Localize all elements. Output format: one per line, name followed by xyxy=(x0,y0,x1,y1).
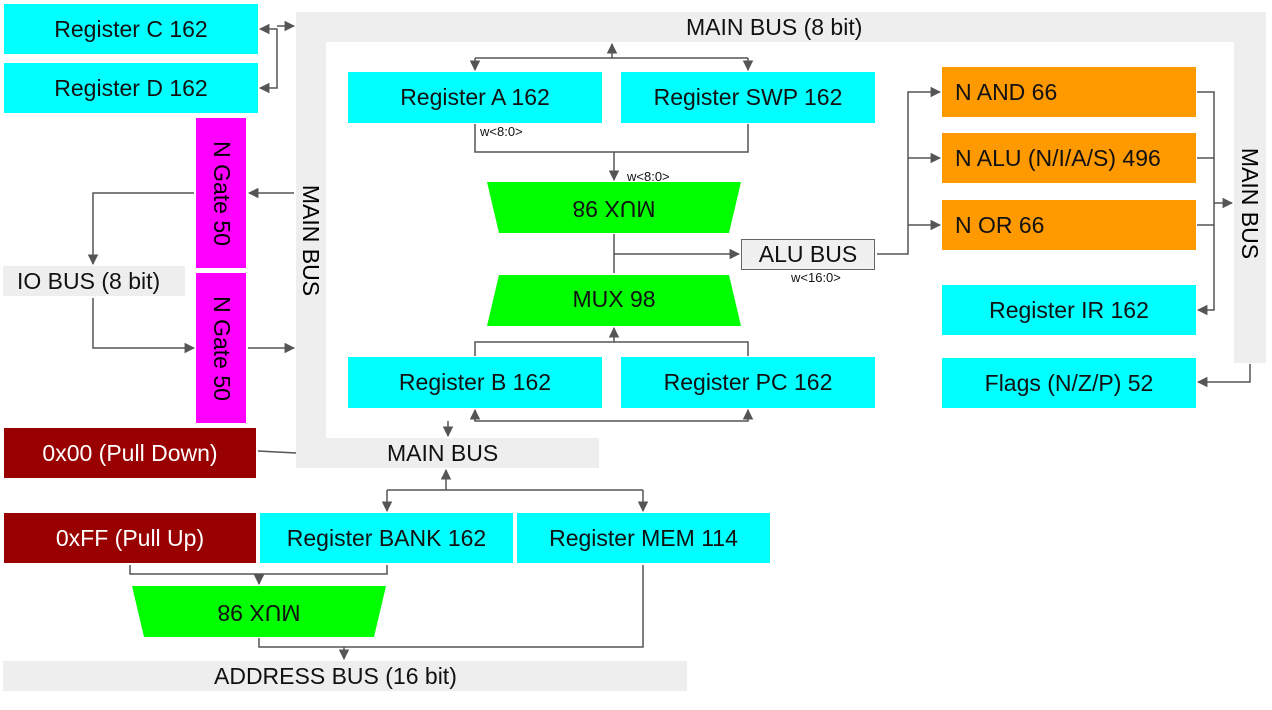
mux-bottom-shape xyxy=(132,586,386,637)
main-bus-bottom-band xyxy=(296,438,599,468)
wire-mux-to-address xyxy=(258,565,644,648)
register-pc: Register PC 162 xyxy=(621,357,875,408)
address-bus-band xyxy=(3,661,687,691)
flags-register: Flags (N/Z/P) 52 xyxy=(942,358,1196,408)
wire-io-to-gate-lower xyxy=(92,298,196,354)
alu-bus-box: ALU BUS xyxy=(741,239,875,270)
n-and-unit: N AND 66 xyxy=(942,67,1196,117)
n-alu-unit: N ALU (N/I/A/S) 496 xyxy=(942,133,1196,183)
mux-top-label: MUX 98 xyxy=(572,196,655,222)
pull-down-constant: 0x00 (Pull Down) xyxy=(4,428,256,478)
register-a: Register A 162 xyxy=(348,72,602,123)
main-bus-top-label: MAIN BUS (8 bit) xyxy=(686,14,863,40)
wire-alu-bus-out xyxy=(877,86,942,255)
register-swp: Register SWP 162 xyxy=(621,72,875,123)
io-bus-label: IO BUS (8 bit) xyxy=(17,268,161,294)
register-bank: Register BANK 162 xyxy=(260,513,513,563)
main-bus-right-band xyxy=(1234,12,1266,363)
pull-up-constant: 0xFF (Pull Up) xyxy=(4,513,256,563)
register-b: Register B 162 xyxy=(348,357,602,408)
wire-a-swp-to-mux xyxy=(474,124,749,153)
mux-middle-shape xyxy=(487,275,741,326)
mux-bottom-label: MUX 98 xyxy=(217,600,300,626)
mux-top-shape xyxy=(487,182,741,233)
main-bus-left-band xyxy=(296,12,326,468)
register-d: Register D 162 xyxy=(4,63,258,113)
width-label-mux-in: w<8:0> xyxy=(627,169,670,184)
n-or-unit: N OR 66 xyxy=(942,200,1196,250)
wire-gate-upper-to-io xyxy=(87,192,194,266)
register-mem: Register MEM 114 xyxy=(517,513,770,563)
mux-middle: MUX 98 xyxy=(487,275,741,326)
width-label-alu-bus: w<16:0> xyxy=(791,270,841,285)
n-gate-lower: N Gate 50 xyxy=(196,273,246,423)
register-ir: Register IR 162 xyxy=(942,285,1196,335)
wire-b-pc-bus xyxy=(474,408,754,422)
mux-middle-label: MUX 98 xyxy=(572,286,655,312)
wire-b-pc-to-mux xyxy=(474,341,749,356)
register-c: Register C 162 xyxy=(4,4,258,54)
wire-pullup-bank-to-mux xyxy=(129,565,388,575)
address-bus-label: ADDRESS BUS (16 bit) xyxy=(214,663,457,689)
io-bus-band xyxy=(3,266,185,296)
mux-bottom: MUX 98 xyxy=(132,586,386,637)
wire-logic-outputs xyxy=(1196,91,1215,316)
n-gate-upper: N Gate 50 xyxy=(196,118,246,268)
mux-top: MUX 98 xyxy=(487,182,741,233)
wire-register-c xyxy=(258,23,278,94)
main-bus-bottom-label: MAIN BUS xyxy=(387,440,499,466)
wire-right-bus-to-flags xyxy=(1196,364,1251,388)
wire-pull-down-to-bus xyxy=(257,450,297,454)
main-bus-top-band xyxy=(296,12,1266,42)
width-label-reg-a: w<8:0> xyxy=(480,124,523,139)
